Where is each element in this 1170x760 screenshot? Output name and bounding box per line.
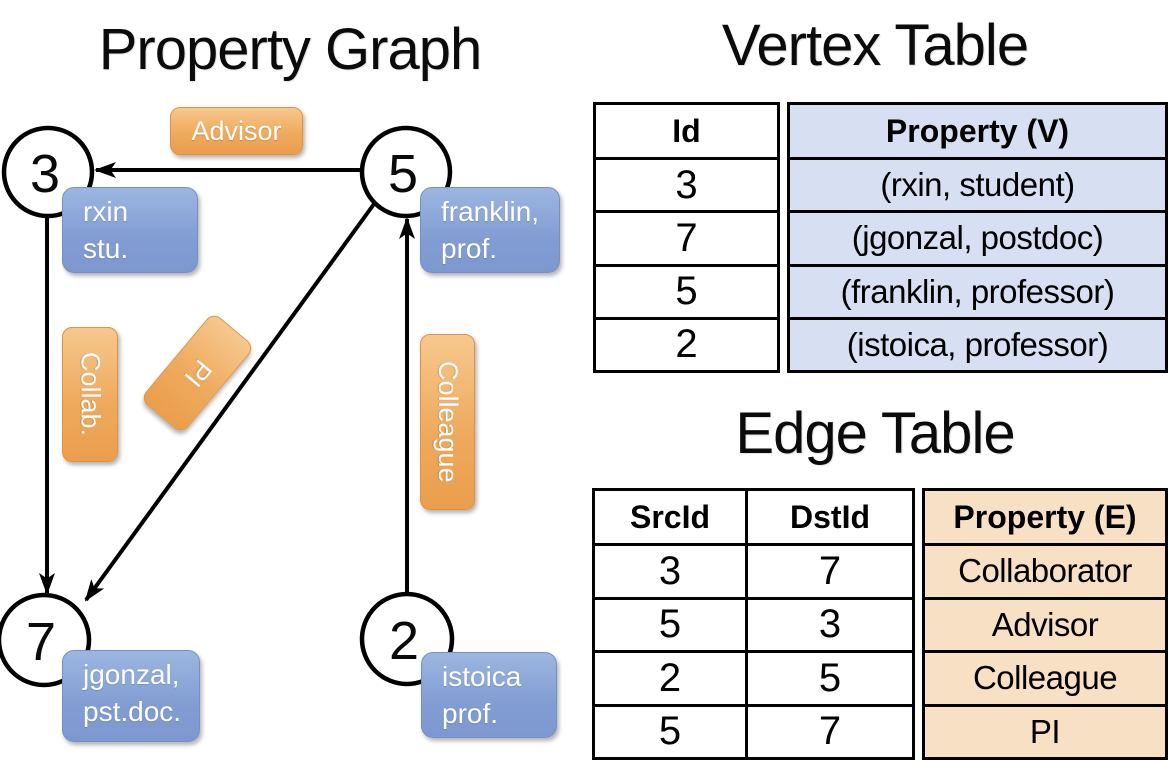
- edge-table-src-cell: 5: [595, 703, 745, 758]
- vertex-prop-box-5-line2: prof.: [441, 233, 498, 264]
- vertex-table-property-cell: (jgonzal, postdoc): [790, 210, 1165, 263]
- edge-label-colleague: Colleague: [420, 334, 475, 510]
- edge-label-collab: Collab.: [62, 327, 118, 462]
- edge-label-advisor-text: Advisor: [191, 115, 282, 146]
- vertex-table-id-header: Id: [672, 112, 701, 149]
- edge-table-property-header: Property (E): [953, 498, 1137, 535]
- vertex-table-id-cell: 2: [596, 316, 777, 370]
- vertex-table-property-cell: (franklin, professor): [790, 263, 1165, 317]
- vertex-table-property-cell: (rxin, student): [790, 157, 1165, 210]
- vertex-node-5-id: 5: [388, 144, 418, 204]
- vertex-table-id-column: Id 3 7 5 2: [593, 102, 780, 373]
- vertex-prop-box-7: jgonzal, pst.doc.: [62, 650, 200, 742]
- edge-label-colleague-text: Colleague: [433, 361, 463, 483]
- edge-table-property-cell: Colleague: [925, 650, 1165, 704]
- vertex-prop-box-2-line1: istoica: [442, 661, 522, 692]
- edge-label-pi-text: PI: [178, 353, 218, 393]
- edge-table-dst-cell: 3: [745, 596, 912, 650]
- edge-table-src-cell: 2: [595, 650, 745, 704]
- vertex-prop-box-3: rxin stu.: [62, 187, 198, 273]
- edge-table-title: Edge Table: [735, 401, 1015, 466]
- edge-table-src-cell: 5: [595, 596, 745, 651]
- vertex-table-property-cell: (istoica, professor): [790, 316, 1165, 370]
- vertex-node-3-id: 3: [30, 144, 60, 204]
- edge-table-src-header: SrcId: [629, 498, 711, 535]
- vertex-prop-box-5-line1: franklin,: [441, 196, 540, 227]
- vertex-prop-box-7-line2: pst.doc.: [83, 696, 182, 727]
- vertex-prop-box-3-line2: stu.: [83, 233, 129, 264]
- edge-5-to-7: [84, 202, 376, 602]
- edge-label-collab-text: Collab.: [75, 352, 106, 437]
- property-graph-canvas: 3 5 7 2: [0, 125, 455, 688]
- edge-table-property-cell: PI: [925, 703, 1165, 758]
- edge-table-src-dst-columns: SrcId DstId 3 7 5 3 2 5 5 7: [592, 488, 915, 760]
- vertex-table-property-header: Property (V): [885, 112, 1070, 149]
- vertex-prop-box-3-line1: rxin: [83, 196, 129, 227]
- edge-label-advisor: Advisor: [170, 107, 303, 155]
- vertex-table-id-cell: 3: [596, 157, 777, 210]
- edge-table-dst-header: DstId: [745, 491, 912, 543]
- vertex-prop-box-7-line1: jgonzal,: [83, 659, 180, 690]
- edge-table-property-cell: Advisor: [925, 596, 1165, 651]
- vertex-prop-box-2-line2: prof.: [442, 698, 499, 729]
- edge-table-dst-cell: 7: [745, 543, 912, 597]
- vertex-node-7-id: 7: [26, 612, 56, 672]
- vertex-table-id-cell: 5: [596, 263, 777, 317]
- edge-table-dst-cell: 5: [745, 650, 912, 704]
- edge-table-property-column: Property (E) Collaborator Advisor Collea…: [922, 488, 1168, 760]
- edge-table-dst-cell: 7: [745, 703, 912, 757]
- vertex-table-property-column: Property (V) (rxin, student) (jgonzal, p…: [787, 102, 1168, 373]
- vertex-prop-box-2: istoica prof.: [421, 652, 557, 738]
- vertex-prop-box-5: franklin, prof.: [420, 187, 560, 273]
- edge-table-src-cell: 3: [595, 543, 745, 597]
- edge-table-property-cell: Collaborator: [925, 543, 1165, 597]
- vertex-table-title: Vertex Table: [721, 13, 1029, 78]
- vertex-node-2-id: 2: [389, 611, 419, 671]
- property-graph-title: Property Graph: [98, 17, 483, 82]
- vertex-table-id-cell: 7: [596, 210, 777, 263]
